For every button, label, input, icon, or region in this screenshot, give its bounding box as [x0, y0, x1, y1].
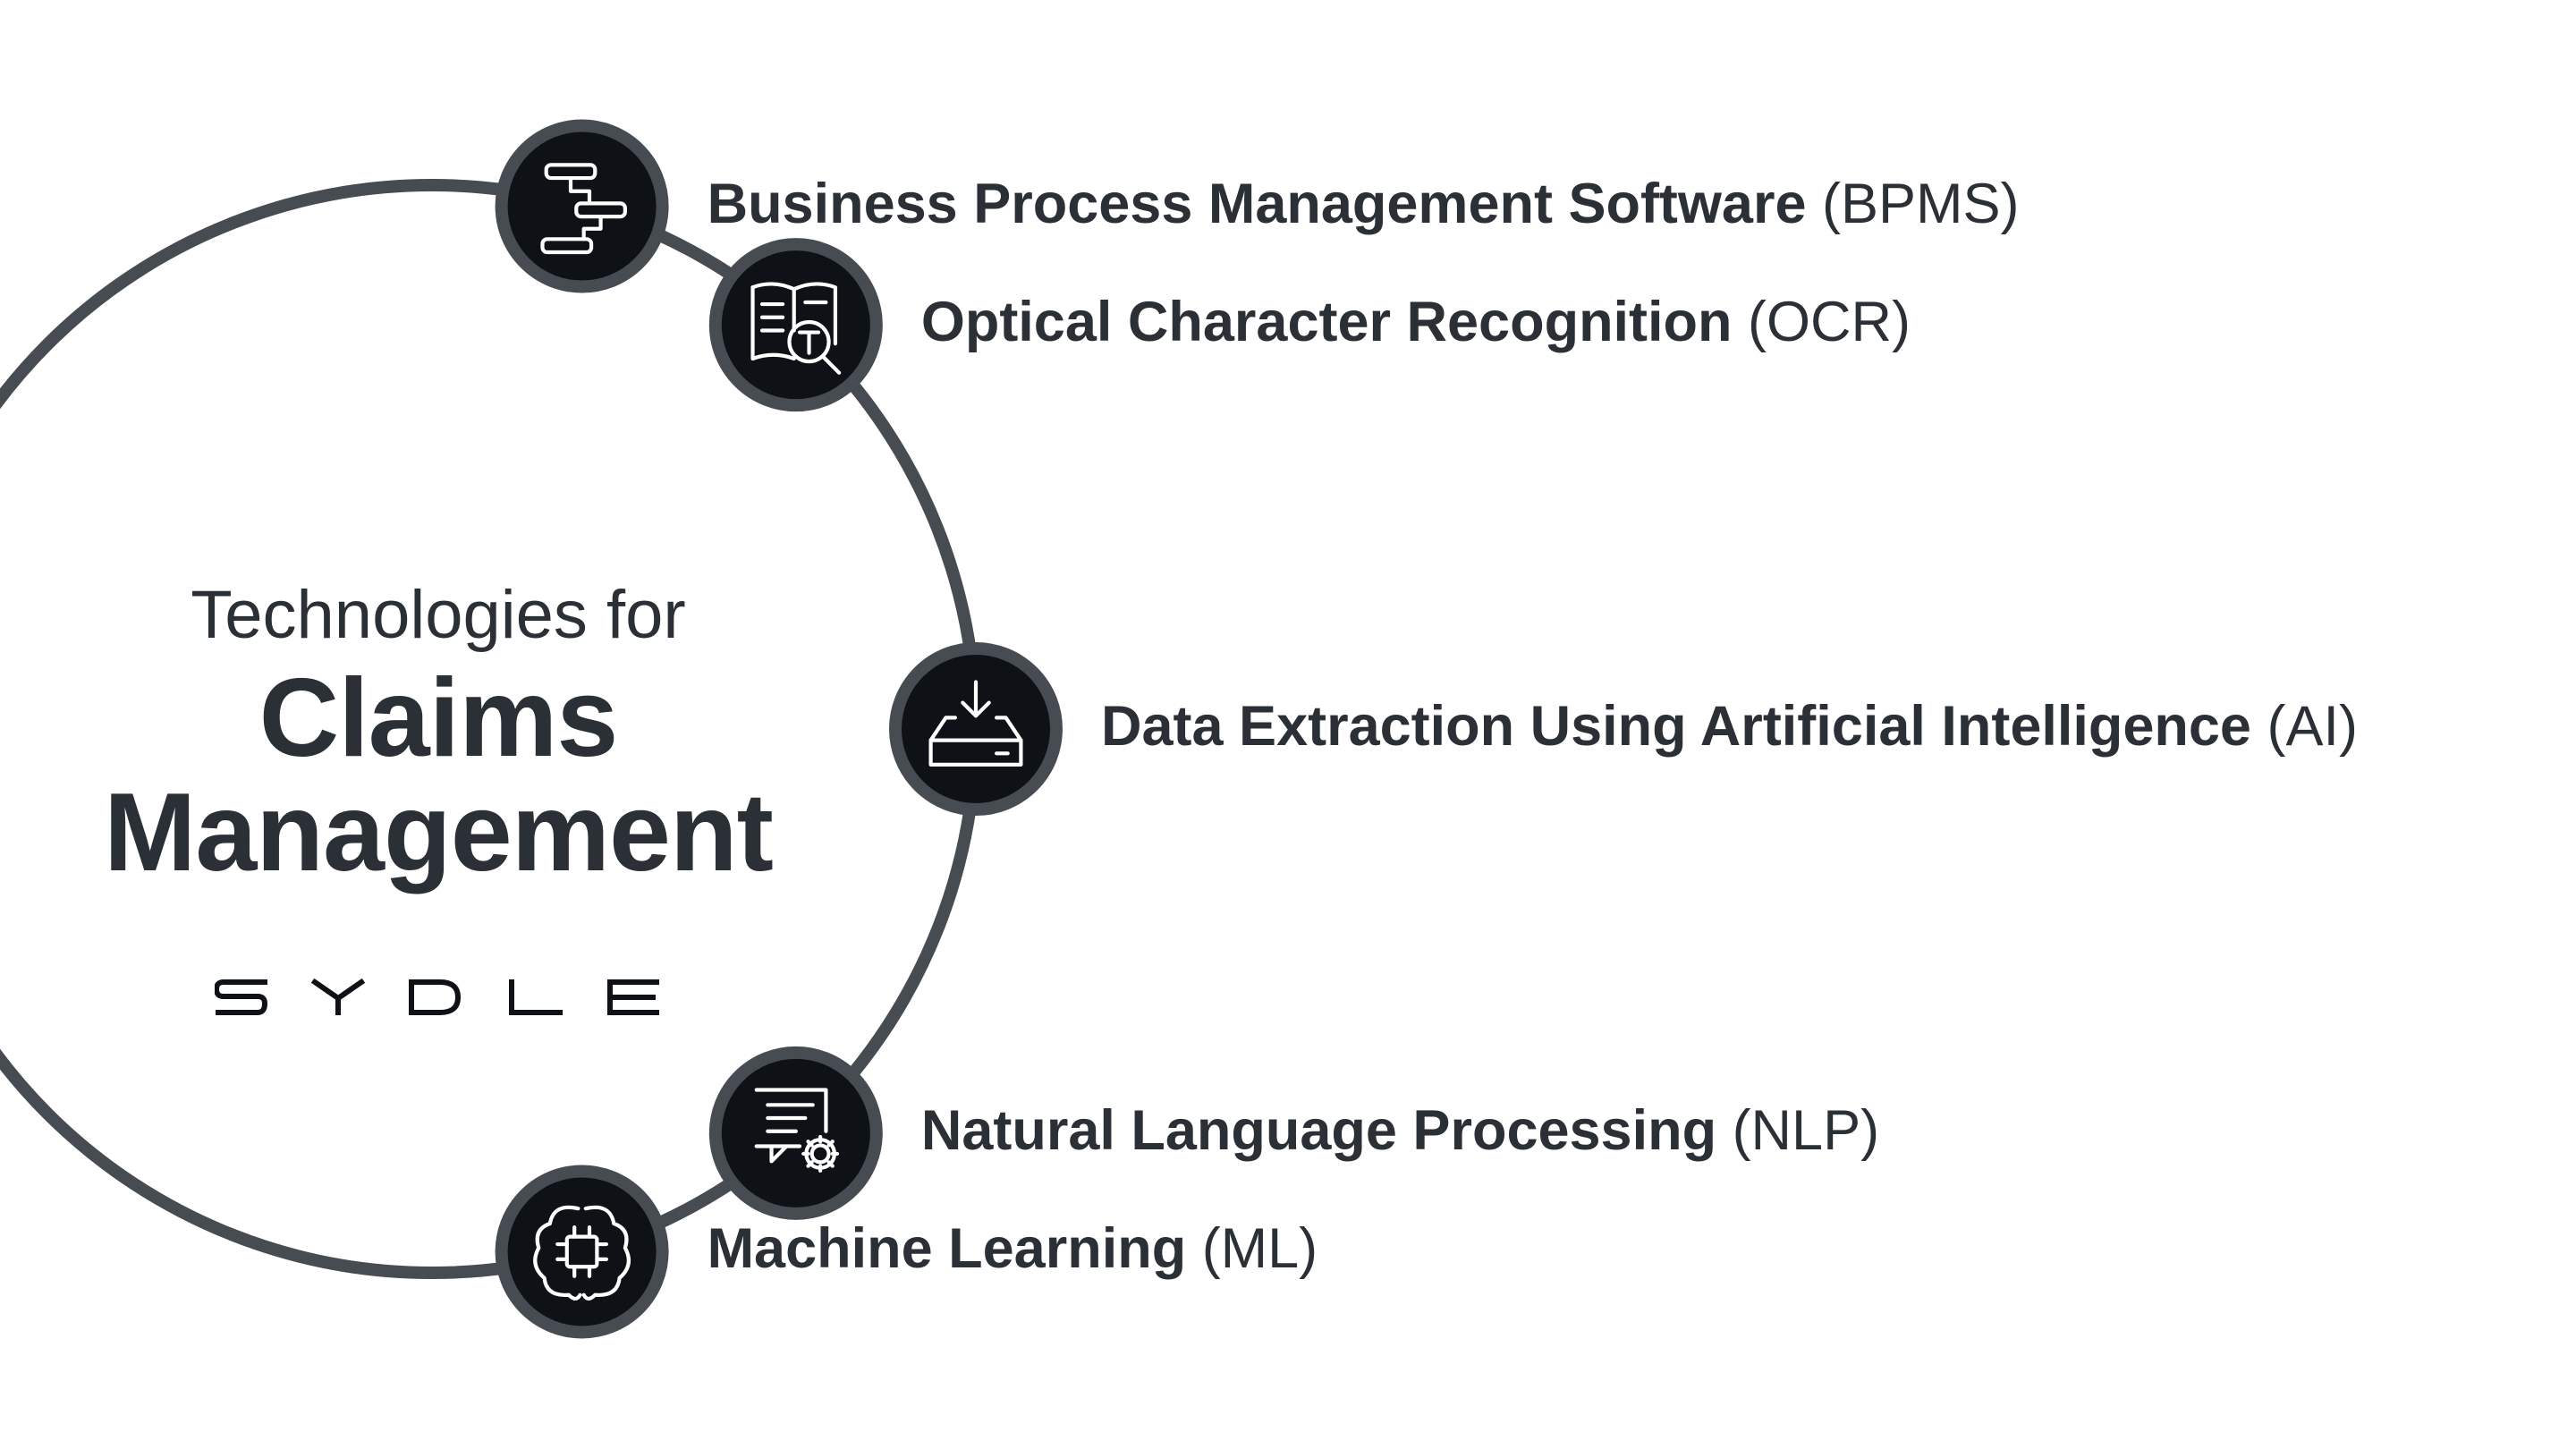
technology-name: Natural Language Processing [920, 1098, 1717, 1162]
technology-label: Business Process Management Software (BP… [707, 172, 2020, 235]
technology-abbreviation: (BPMS) [1822, 172, 2020, 235]
node-circle [495, 1165, 669, 1339]
technology-abbreviation: (ML) [1201, 1217, 1318, 1281]
page-title-line-2: Management [104, 770, 774, 894]
title-prefix: Technologies for [191, 577, 686, 653]
technology-name: Optical Character Recognition [920, 291, 1733, 354]
technology-abbreviation: (OCR) [1748, 291, 1911, 354]
technology-nodes [495, 119, 1063, 1339]
technology-label: Data Extraction Using Artificial Intelli… [1101, 699, 2358, 755]
technology-name: Business Process Management Software [707, 172, 1807, 235]
node-4 [708, 1046, 883, 1220]
technology-label: Optical Character Recognition (OCR) [921, 294, 1911, 351]
technology-label: Natural Language Processing (NLP) [921, 1102, 1879, 1159]
technology-name: Machine Learning [707, 1217, 1187, 1281]
technology-name: Data Extraction Using Artificial Intelli… [1101, 695, 2251, 758]
node-circle [889, 642, 1063, 816]
technology-label: Machine Learning (ML) [708, 1221, 1318, 1277]
node-circle [495, 119, 669, 293]
technology-abbreviation: (AI) [2267, 695, 2358, 758]
sydle-logo [215, 978, 659, 1015]
page-title-line-1: Claims [258, 657, 619, 780]
technology-abbreviation: (NLP) [1732, 1098, 1880, 1162]
node-2 [708, 238, 883, 412]
node-5 [495, 1165, 669, 1339]
node-3 [889, 642, 1063, 816]
page-title: Claims Management [27, 657, 850, 894]
node-1 [495, 119, 669, 293]
